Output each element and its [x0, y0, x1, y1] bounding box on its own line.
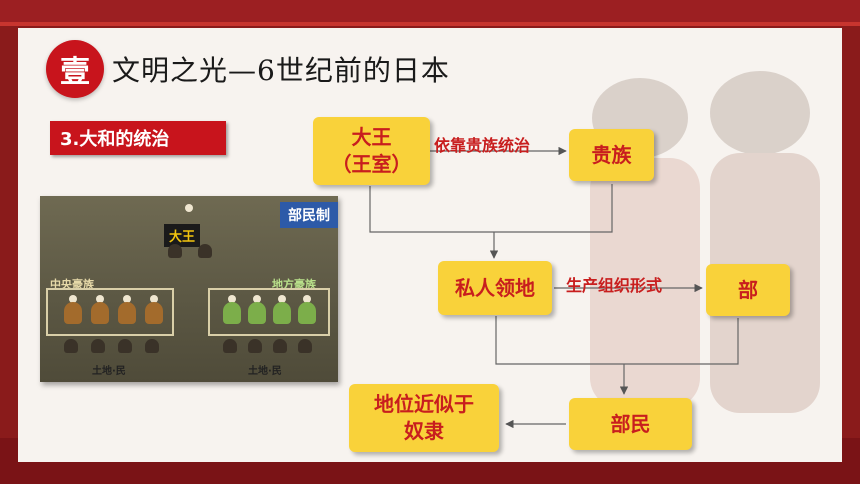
local-noble-figure	[303, 295, 311, 303]
local-noble-figure	[248, 302, 266, 324]
commoner-figure	[145, 339, 159, 353]
edge-label-rely: 依靠贵族统治	[434, 136, 531, 155]
node-status: 地位近似于 奴隶	[349, 384, 499, 452]
land-people-label-right: 土地·民	[248, 366, 282, 377]
slide-header: 壹 文明之光—6世纪前的日本	[46, 40, 450, 98]
commoner-figure	[248, 339, 262, 353]
local-noble-figure	[223, 302, 241, 324]
local-noble-figure	[273, 302, 291, 324]
number-seal: 壹	[46, 40, 104, 98]
commoner-figure	[64, 339, 78, 353]
edge-label-organize: 生产组织形式	[566, 276, 663, 295]
commoner-figure	[118, 339, 132, 353]
local-noble-figure	[253, 295, 261, 303]
bemin-illustration: 部民制 大王 中央豪族 地方豪族 土地·民 土地·民	[40, 196, 338, 382]
central-noble-figure	[96, 295, 104, 303]
central-noble-figure	[64, 302, 82, 324]
central-noble-figure	[150, 295, 158, 303]
slide-title: 文明之光—6世纪前的日本	[112, 54, 450, 87]
commoner-figure	[223, 339, 237, 353]
node-private-land: 私人领地	[438, 261, 552, 315]
attendant-figure	[168, 244, 182, 258]
central-noble-figure	[91, 302, 109, 324]
attendant-figure	[198, 244, 212, 258]
local-group-label: 地方豪族	[272, 278, 316, 291]
commoner-figure	[273, 339, 287, 353]
section-label: 3.大和的统治	[50, 121, 226, 155]
top-band	[0, 0, 860, 26]
illustration-tag: 部民制	[280, 202, 338, 228]
central-noble-figure	[123, 295, 131, 303]
local-noble-figure	[298, 302, 316, 324]
local-group-frame	[208, 288, 330, 336]
node-be: 部	[706, 264, 790, 316]
central-group-frame	[46, 288, 174, 336]
node-nobles: 贵族	[569, 129, 654, 181]
central-noble-figure	[118, 302, 136, 324]
local-noble-figure	[228, 295, 236, 303]
central-noble-figure	[69, 295, 77, 303]
king-badge: 大王	[164, 224, 201, 247]
commoner-figure	[91, 339, 105, 353]
king-figure	[185, 204, 193, 212]
land-people-label-left: 土地·民	[92, 366, 126, 377]
node-king: 大王 （王室）	[313, 117, 430, 185]
commoner-figure	[298, 339, 312, 353]
central-group-label: 中央豪族	[50, 278, 94, 291]
top-stripe	[0, 22, 860, 26]
central-noble-figure	[145, 302, 163, 324]
local-noble-figure	[278, 295, 286, 303]
node-bemin: 部民	[569, 398, 692, 450]
